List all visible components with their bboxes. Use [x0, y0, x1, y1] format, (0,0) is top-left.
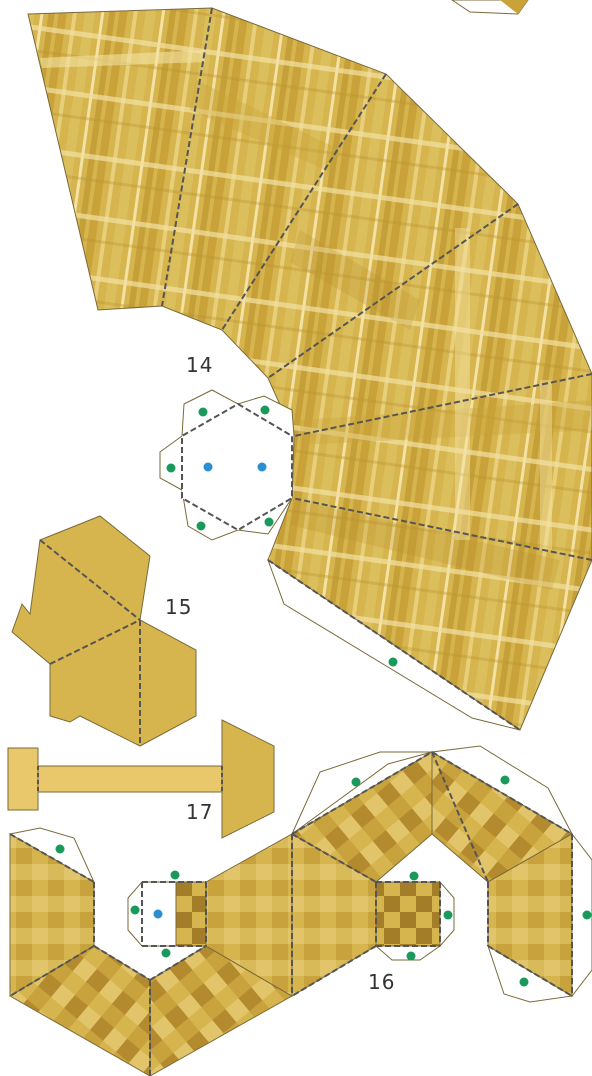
blue-glue-dot — [257, 462, 267, 472]
part-16-glue-tab — [290, 751, 433, 836]
green-glue-dot — [500, 775, 510, 785]
green-glue-dot — [264, 517, 274, 527]
part-14-highlight-2 — [455, 228, 470, 540]
part-14 — [27, 0, 592, 731]
part-14-shade-4 — [290, 500, 560, 590]
green-glue-dot — [260, 405, 270, 415]
part-15-fold-lines — [39, 539, 141, 746]
green-glue-dot — [166, 463, 176, 473]
green-glue-dot — [196, 521, 206, 531]
green-glue-dot — [170, 870, 180, 880]
part-16-fold-lines — [9, 751, 573, 1076]
part-15 — [11, 515, 197, 747]
green-glue-dot — [443, 910, 453, 920]
green-glue-dot — [351, 777, 361, 787]
part-14-shade-3 — [300, 400, 592, 445]
part-15-shape — [11, 515, 197, 747]
green-glue-dot — [406, 951, 416, 961]
part-16-face-right — [487, 833, 573, 997]
green-glue-dot — [198, 407, 208, 417]
blue-glue-dot — [153, 909, 163, 919]
part-14-fold-lines — [161, 7, 592, 561]
green-glue-dot — [130, 905, 140, 915]
green-glue-dot — [519, 977, 529, 987]
part-16-face-center-square — [375, 881, 441, 947]
part-label-17: 17 — [186, 800, 214, 824]
part-label-14: 14 — [186, 353, 214, 377]
part-fragment-top-right-fill — [500, 0, 528, 14]
part-14-shade-2 — [290, 230, 420, 330]
part-14-hexagon — [181, 402, 293, 532]
part-14-shade-1 — [190, 80, 340, 172]
part-14-glue-tab-fold — [267, 559, 521, 731]
part-17-end-right — [221, 719, 275, 839]
part-16 — [8, 745, 592, 1076]
part-16-face-small-square — [175, 881, 207, 947]
green-glue-dot — [409, 871, 419, 881]
part-17-end-left — [7, 747, 39, 811]
part-14-highlight-1 — [40, 50, 205, 68]
green-glue-dot — [55, 844, 65, 854]
part-17 — [7, 719, 275, 839]
green-glue-dot — [161, 948, 171, 958]
green-glue-dot — [582, 910, 592, 920]
green-glue-dot — [388, 657, 398, 667]
part-label-15: 15 — [165, 595, 193, 619]
blue-glue-dot — [203, 462, 213, 472]
part-14-highlight-3 — [540, 380, 552, 550]
part-17-bar — [37, 765, 223, 793]
part-label-16: 16 — [368, 970, 396, 994]
